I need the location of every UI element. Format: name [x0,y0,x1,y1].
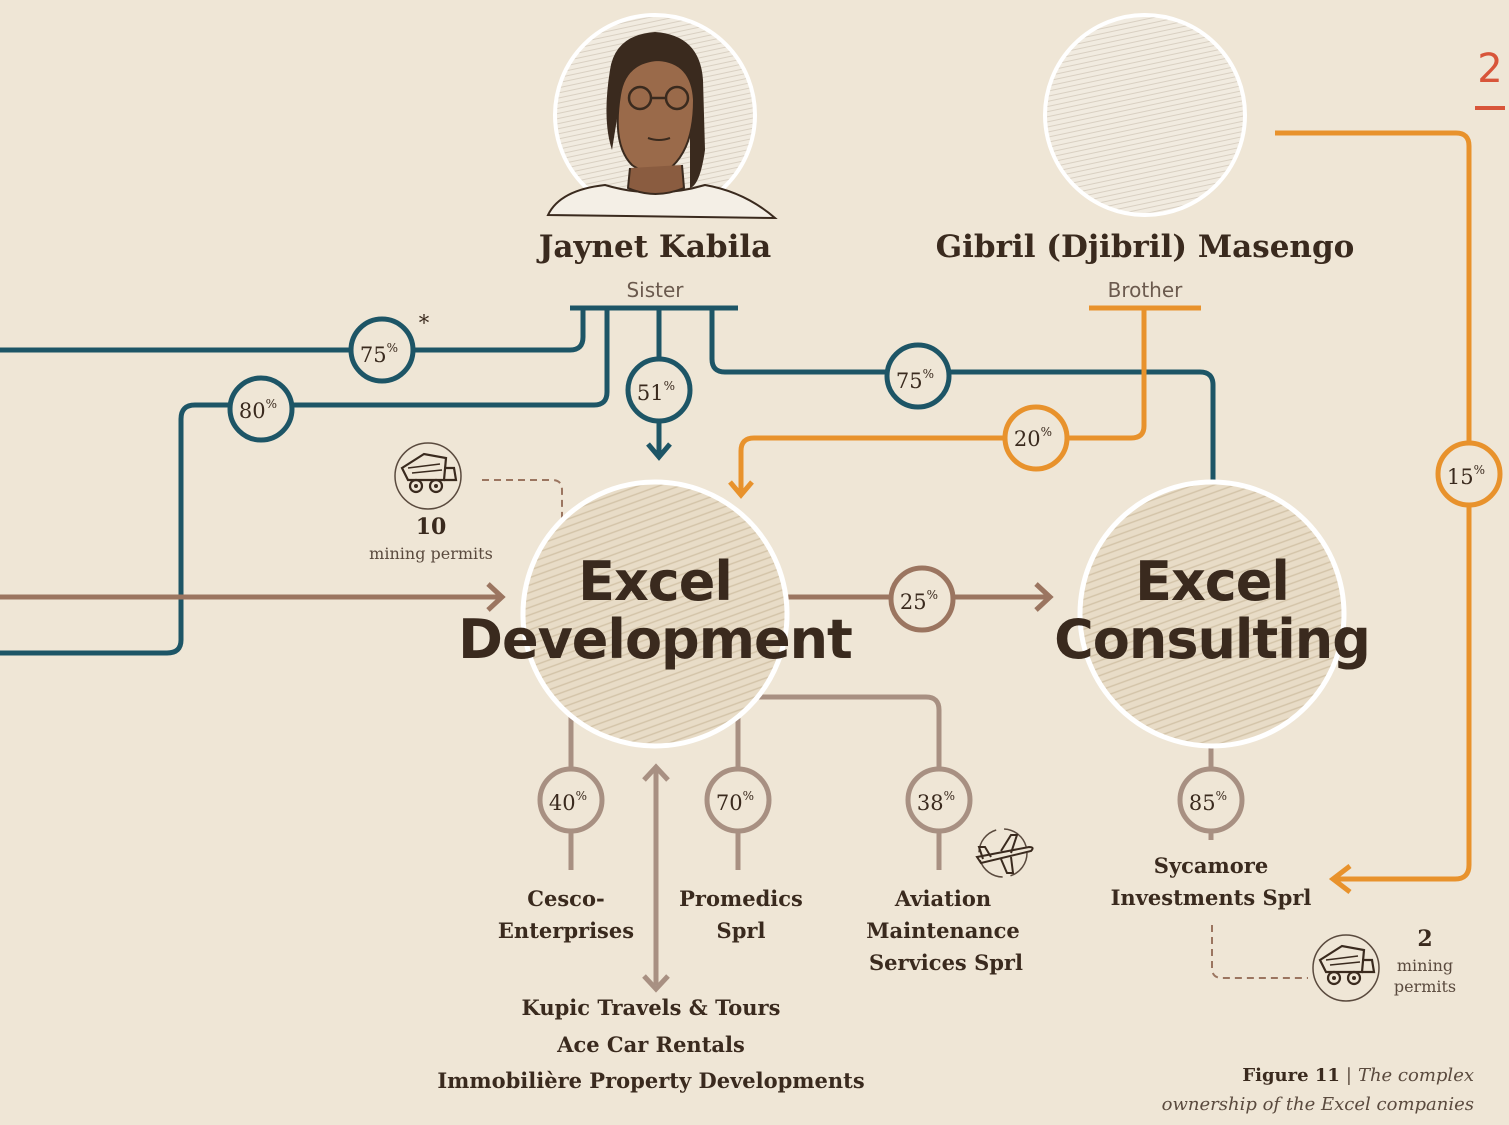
svg-text:85%: 85% [1189,789,1227,815]
dev-permit-link [482,479,563,520]
line-75a [0,308,586,353]
stake-70: 70% [704,766,772,834]
promedics-label-2: Sprl [717,918,766,943]
stake-40: 40% [537,766,605,834]
arrow-others-down [642,974,670,993]
mining-truck-icon [1312,934,1380,1002]
arrow-20 [728,480,754,499]
jaynet-ownership-lines [0,305,1216,656]
stake-51: 51% [625,356,693,424]
syc-permit-link [1211,925,1308,979]
svg-text:25%: 25% [900,588,938,614]
svg-text:40%: 40% [549,789,587,815]
stake-80: 80% [227,375,295,443]
immobiliere-label: Immobilière Property Developments [437,1068,864,1093]
excel-development-line2: Development [458,608,852,671]
page-number-underline [1475,106,1505,110]
dev-permit-label: mining permits [369,544,493,563]
svg-text:15%: 15% [1447,463,1485,489]
excel-consulting-line1: Excel [1135,550,1289,613]
svg-text:80%: 80% [239,397,277,423]
jaynet-portrait [546,13,778,220]
figure-number: Figure 11 [1242,1065,1340,1086]
airplane-icon [975,828,1034,878]
sycamore-label-2: Investments Sprl [1111,885,1312,910]
arrow-51 [646,442,672,461]
ace-car-rentals-label: Ace Car Rentals [556,1032,745,1057]
jaynet-role: Sister [626,278,684,302]
stake-note-asterisk: * [419,311,430,335]
excel-consulting-line2: Consulting [1054,608,1370,671]
syc-permit-count: 2 [1417,926,1432,952]
cesco-label-2: Enterprises [498,918,634,943]
gibril-role: Brother [1108,278,1184,302]
svg-text:75%: 75% [360,341,398,367]
line-38 [758,694,942,870]
figure-caption-line1: Figure 11|The complex [1242,1065,1474,1086]
figure-caption-line2: ownership of the Excel companies [1162,1094,1474,1115]
sycamore-label-1: Sycamore [1154,853,1268,878]
jaynet-name: Jaynet Kabila [536,229,772,265]
svg-text:51%: 51% [637,379,675,405]
gibril-name: Gibril (Djibril) Masengo [936,229,1355,265]
stake-75-jaynet-right: 75% [884,342,952,410]
stake-85: 85% [1177,766,1245,834]
stake-75-jaynet-left: 75% * [348,311,430,384]
page-number: 2 [1477,46,1502,92]
svg-text:38%: 38% [917,789,955,815]
permit-dashed-lines [482,479,1308,979]
arrow-others-up [642,763,670,782]
syc-permit-label-2: permits [1394,977,1456,996]
aviation-label-3: Services Sprl [869,950,1023,975]
line-20 [738,308,1147,493]
dev-permit-count: 10 [416,514,447,540]
syc-permit-label-1: mining [1397,956,1453,975]
mining-truck-icon [394,442,462,510]
svg-text:20%: 20% [1014,425,1052,451]
aviation-label-2: Maintenance [866,918,1019,943]
promedics-label-1: Promedics [679,886,803,911]
arrow-25 [1034,582,1054,612]
stake-25: 25% [888,565,956,633]
kupic-travels-label: Kupic Travels & Tours [522,995,781,1020]
line-75b [709,308,1216,485]
gibril-portrait-placeholder [1043,13,1247,217]
svg-text:70%: 70% [716,789,754,815]
aviation-label-1: Aviation [894,886,991,911]
arrow-incoming [486,582,506,612]
excel-development-node: Excel Development [458,479,853,749]
excel-consulting-node: Excel Consulting [1054,479,1371,749]
svg-text:75%: 75% [896,367,934,393]
arrow-15 [1328,864,1352,894]
stake-38: 38% [905,766,973,834]
excel-development-line1: Excel [578,550,732,613]
cesco-label-1: Cesco- [527,886,604,911]
stake-20: 20% [1002,404,1070,472]
stake-15: 15% [1435,440,1503,508]
line-80 [0,308,610,656]
